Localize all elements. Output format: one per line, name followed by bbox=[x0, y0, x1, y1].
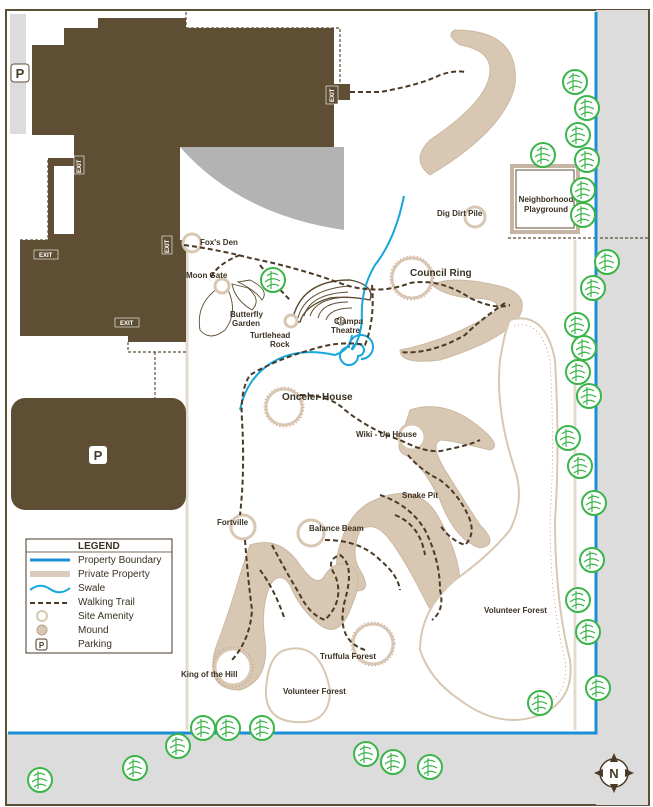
mound-council-ring-serpent bbox=[399, 279, 523, 362]
fortville-amenity bbox=[229, 513, 257, 541]
legend-icon-amenity bbox=[36, 610, 48, 622]
road-bottom bbox=[7, 733, 648, 804]
truffula-forest-label: Truffula Forest bbox=[320, 652, 376, 661]
butterfly-garden-label-2: Garden bbox=[232, 319, 260, 328]
neighborhood-playground-label-1: Neighborhood bbox=[519, 195, 574, 204]
truffula-forest-amenity bbox=[351, 622, 395, 666]
council-ring-label: Council Ring bbox=[410, 268, 472, 279]
volunteer-forest-right-label: Volunteer Forest bbox=[484, 606, 547, 615]
balance-beam-label: Balance Beam bbox=[309, 524, 364, 533]
legend-item-label: Parking bbox=[78, 639, 112, 650]
parking-small-label: P bbox=[16, 66, 25, 81]
onceler-house-amenity bbox=[264, 387, 304, 427]
clampa-theatre-label-1: Clampa bbox=[334, 317, 363, 326]
snake-pit-label: Snake Pit bbox=[402, 491, 438, 500]
legend-item-label: Swale bbox=[78, 583, 106, 594]
volunteer-forest-bottom-label: Volunteer Forest bbox=[283, 687, 346, 696]
svg-text:EXIT: EXIT bbox=[330, 88, 336, 102]
svg-text:EXIT: EXIT bbox=[120, 321, 134, 327]
legend-icon-mound bbox=[36, 624, 48, 636]
legend-item-label: Walking Trail bbox=[78, 597, 135, 608]
svg-text:EXIT: EXIT bbox=[165, 239, 171, 253]
king-of-hill-label: King of the Hill bbox=[181, 670, 237, 679]
legend-title: LEGEND bbox=[78, 541, 120, 552]
turtlehead-rock-label-2: Rock bbox=[270, 340, 290, 349]
dig-dirt-pile-amenity bbox=[463, 205, 487, 229]
legend-icon-swale bbox=[29, 584, 71, 594]
svg-text:EXIT: EXIT bbox=[39, 253, 53, 259]
exit-east: EXIT bbox=[325, 85, 339, 105]
fortville-label: Fortville bbox=[217, 518, 249, 527]
exit-south: EXIT bbox=[114, 317, 140, 328]
legend-item-label: Property Boundary bbox=[78, 555, 161, 566]
map-frame bbox=[5, 9, 650, 806]
legend-item-label: Site Amenity bbox=[78, 611, 134, 622]
neighborhood-playground-label-2: Playground bbox=[524, 205, 568, 214]
dig-dirt-pile-label: Dig Dirt Pile bbox=[437, 209, 483, 218]
council-ring-amenity bbox=[390, 256, 434, 300]
legend: LEGEND P Property Boundary Private Prope… bbox=[25, 538, 173, 654]
turtlehead-rock-label-1: Turtlehead bbox=[250, 331, 290, 340]
exit-west: EXIT bbox=[161, 235, 173, 255]
wiki-up-house-label: Wiki - Up House bbox=[356, 430, 417, 439]
parking-lot-label: P bbox=[94, 448, 103, 463]
mound-king-of-hill bbox=[212, 542, 359, 691]
covered-area bbox=[180, 147, 344, 230]
moon-gate-amenity bbox=[213, 277, 231, 295]
moon-gate-label: Moon Gate bbox=[186, 271, 228, 280]
onceler-house-label: Onceler House bbox=[282, 392, 353, 403]
parking-small bbox=[10, 63, 30, 83]
trees-inner bbox=[260, 267, 286, 293]
compass: N bbox=[594, 753, 634, 793]
exit-inner-1: EXIT bbox=[73, 155, 85, 175]
wiki-up-house-amenity bbox=[397, 422, 427, 452]
legend-item-label: Mound bbox=[78, 625, 109, 636]
compass-north-label: N bbox=[609, 766, 618, 781]
volunteer-forest-right bbox=[418, 317, 572, 721]
balance-beam-amenity bbox=[296, 518, 326, 548]
clampa-theatre bbox=[291, 279, 372, 326]
butterfly-garden-label-1: Butterfly bbox=[230, 310, 263, 319]
svg-text:EXIT: EXIT bbox=[77, 159, 83, 173]
legend-icon-parking bbox=[35, 638, 48, 651]
legend-icon-private bbox=[30, 571, 70, 577]
butterfly-garden bbox=[198, 279, 265, 337]
walking-trail bbox=[183, 70, 511, 661]
volunteer-forest-bottom bbox=[264, 647, 332, 724]
exit-inner-2: EXIT bbox=[33, 249, 59, 260]
turtlehead-rock-amenity bbox=[283, 313, 299, 329]
foxs-den-label: Fox's Den bbox=[200, 238, 238, 247]
clampa-theatre-label-2: Theatre bbox=[331, 326, 360, 335]
road-right bbox=[596, 10, 648, 805]
legend-item-label: Private Property bbox=[78, 569, 150, 580]
legend-parking-glyph: P bbox=[39, 641, 45, 650]
mound-north-arc bbox=[419, 29, 516, 176]
foxs-den-amenity bbox=[181, 232, 203, 254]
school-building bbox=[20, 18, 350, 342]
king-of-hill-amenity bbox=[213, 647, 253, 687]
